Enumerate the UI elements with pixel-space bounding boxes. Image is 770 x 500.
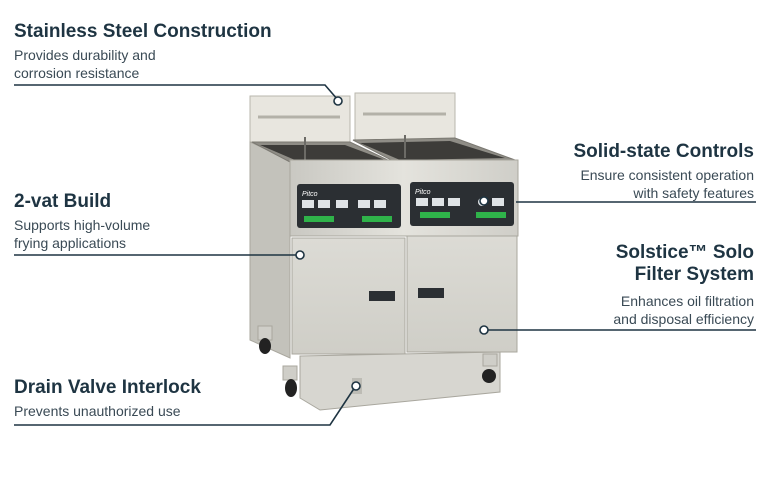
feature-stainless-steel: Stainless Steel Construction Provides du… [14, 21, 272, 82]
feature-title: Drain Valve Interlock [14, 377, 201, 398]
feature-solid-state-controls: Solid-state Controls Ensure consistent o… [573, 141, 754, 202]
callout-dot-filter [479, 325, 489, 335]
callout-markers [295, 96, 489, 391]
feature-title: Solid-state Controls [573, 141, 754, 162]
svg-text:Pitco: Pitco [415, 189, 431, 196]
feature-description: Prevents unauthorized use [14, 403, 181, 419]
control-panel-left: Pitco [297, 184, 401, 228]
feature-drain-valve: Drain Valve Interlock Prevents unauthori… [14, 377, 201, 420]
control-panel-right: Pitco [410, 182, 514, 226]
cabinet-doors [291, 235, 518, 355]
leader-lines [14, 84, 756, 426]
door-handle-right [418, 288, 444, 298]
casters [257, 325, 498, 397]
door-handle-left [369, 291, 395, 301]
callout-dot-vat [295, 250, 305, 260]
feature-title: Stainless Steel Construction [14, 21, 272, 42]
callout-dot-drain [351, 381, 361, 391]
feature-title: 2-vat Build [14, 191, 112, 212]
filter-drawer [299, 351, 501, 411]
fry-vats [251, 135, 516, 163]
callout-dot-stainless [333, 96, 343, 106]
svg-text:Pitco: Pitco [302, 191, 318, 198]
flue-backsplash [249, 92, 456, 143]
callout-dot-controls [479, 196, 489, 206]
